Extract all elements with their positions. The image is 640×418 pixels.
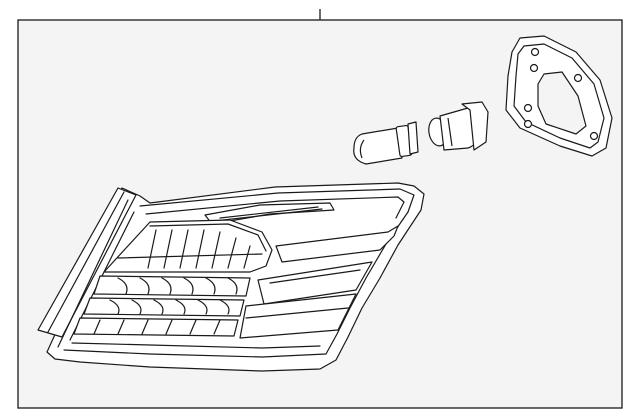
socket-ridge (447, 117, 453, 147)
reflector-detail (219, 206, 319, 219)
lens-rim (57, 188, 415, 358)
gasket-inner-edge (513, 43, 605, 149)
lens-divider (245, 307, 349, 319)
gasket-cutout (537, 71, 587, 135)
led-band-mid (83, 297, 245, 317)
socket-wing (461, 101, 489, 151)
reflector-detail (213, 208, 323, 222)
bulb (353, 121, 419, 165)
bulb-glass (353, 127, 403, 165)
led-segments-top (117, 277, 238, 295)
lower-right-lens (239, 293, 357, 339)
led-band-low (73, 317, 239, 337)
led-band-top (93, 275, 251, 297)
lamp-left-flange (37, 187, 137, 338)
gasket-hole (530, 47, 540, 57)
led-segments-low (93, 319, 221, 335)
light-bar-edge (269, 269, 361, 284)
bulb-socket (428, 101, 489, 151)
gasket-hole (573, 73, 583, 83)
gasket-hole (523, 119, 533, 129)
light-bar-upper (275, 225, 399, 263)
bulb-glass-highlight (359, 139, 365, 159)
led-segments-mid (109, 299, 230, 315)
flange-edge (47, 191, 125, 333)
upper-ribs (117, 229, 263, 269)
mounting-gasket (505, 35, 613, 157)
gasket-hole (529, 63, 539, 73)
gasket-hole (523, 103, 533, 113)
bulb-tab (407, 121, 419, 155)
inner-chamber-lip (149, 223, 267, 252)
tail-lamp-assembly (37, 182, 425, 372)
gasket-hole (589, 131, 599, 141)
